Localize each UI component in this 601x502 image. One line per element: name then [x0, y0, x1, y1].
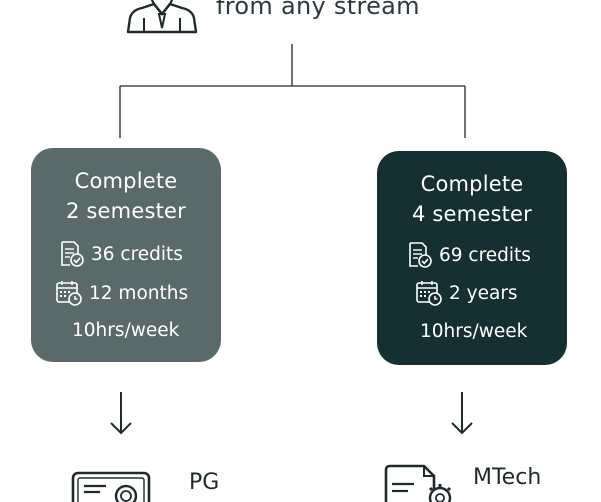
card-title-line2: 2 semester — [65, 199, 186, 223]
outcome-label-mtech: MTech — [473, 465, 542, 490]
hours-row: 10hrs/week — [72, 320, 179, 341]
header-text: from any stream — [216, 0, 420, 20]
credits-row: 69 credits — [407, 241, 531, 269]
card-title: Complete 2 semester — [31, 166, 221, 226]
person-tie-icon — [126, 0, 198, 34]
credits-text: 69 credits — [439, 244, 531, 266]
document-gear-icon — [384, 464, 452, 502]
calendar-clock-icon — [416, 281, 442, 306]
document-check-icon — [409, 242, 432, 268]
duration-text: 2 years — [449, 282, 518, 304]
card-title-line1: Complete — [74, 169, 178, 193]
document-check-icon — [61, 241, 84, 267]
card-title-line2: 4 semester — [411, 202, 532, 226]
duration-row: 2 years — [415, 279, 518, 307]
arrow-down-icon — [451, 392, 473, 435]
credits-text: 36 credits — [91, 243, 183, 265]
hours-text: 10hrs/week — [72, 320, 180, 341]
arrow-down-icon — [110, 392, 132, 435]
outcome-label-pg: PG — [189, 470, 220, 495]
card-title: Complete 4 semester — [377, 169, 567, 229]
certificate-icon — [71, 471, 151, 502]
calendar-clock-icon — [56, 281, 82, 306]
hours-row: 10hrs/week — [420, 321, 527, 342]
credits-row: 36 credits — [59, 240, 183, 268]
duration-text: 12 months — [89, 282, 189, 304]
duration-row: 12 months — [55, 279, 188, 307]
hours-text: 10hrs/week — [420, 321, 528, 342]
program-card-mtech: Complete 4 semester 69 credits 2 — [377, 151, 567, 365]
program-card-pg: Complete 2 semester 36 credits 12 — [31, 148, 221, 362]
card-title-line1: Complete — [420, 172, 524, 196]
